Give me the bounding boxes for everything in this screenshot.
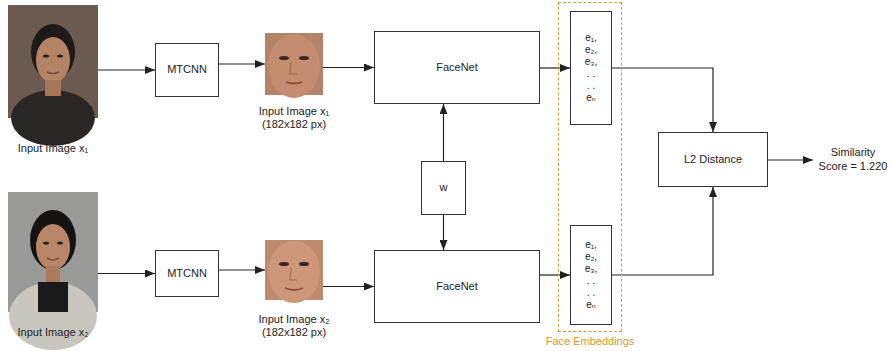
embedding-vector: e₁, e₂, e₃, . . . . eₙ: [570, 11, 612, 125]
node-label: FaceNet: [436, 61, 478, 74]
caption-stack: Input Image x₂: [18, 326, 89, 339]
model-box: FaceNet: [374, 250, 540, 323]
face-crop-two: [265, 240, 323, 303]
flow-arrow: [219, 269, 265, 270]
node-caption: Input Image x₁: [18, 142, 88, 155]
photo-two: [8, 192, 98, 350]
flow-arrow: [612, 187, 713, 275]
flow-arrow: [612, 68, 713, 132]
similarity-score: Similarity Score = 1.220: [815, 146, 891, 174]
caption-stack: Face Embeddings: [546, 335, 635, 348]
node-caption: (182x182 px): [259, 326, 330, 339]
node-caption: Input Image x₂: [18, 326, 89, 339]
flow-arrow: [98, 69, 155, 70]
node-caption: (182x182 px): [259, 118, 329, 131]
weights-box: w: [421, 161, 466, 215]
input-photo: Input Image x₁: [8, 5, 98, 118]
node-label: e₁, e₂, e₃, . . . . eₙ: [585, 32, 597, 104]
model-box: FaceNet: [374, 31, 540, 104]
flow-arrow: [98, 273, 155, 274]
face-crop: Input Image x₂(182x182 px): [265, 240, 323, 300]
flow-arrow: [323, 286, 374, 287]
embedding-vector: e₁, e₂, e₃, . . . . eₙ: [570, 225, 612, 325]
photo-one: [8, 5, 98, 146]
flow-arrow: [219, 63, 265, 64]
node-caption: Input Image x₂: [259, 313, 330, 326]
face-crop-one: [265, 33, 323, 98]
distance-box: L2 Distance: [658, 132, 768, 187]
flow-arrow: [443, 104, 444, 161]
process-box: MTCNN: [155, 250, 219, 297]
flow-arrow: [540, 274, 570, 275]
process-box: MTCNN: [155, 43, 219, 97]
node-label: MTCNN: [167, 63, 207, 76]
node-label: FaceNet: [436, 280, 478, 293]
caption-stack: Input Image x₁: [18, 142, 88, 155]
node-label: e₁, e₂, e₃, . . . . eₙ: [585, 239, 597, 311]
node-caption: Input Image x₁: [259, 105, 329, 118]
flow-arrow: [540, 67, 570, 68]
caption-stack: Input Image x₂(182x182 px): [259, 313, 330, 339]
caption-stack: Input Image x₁(182x182 px): [259, 105, 329, 131]
output-arrow: [768, 159, 813, 160]
node-caption: Face Embeddings: [546, 335, 635, 348]
node-label: w: [440, 181, 448, 194]
input-photo: Input Image x₂: [8, 192, 98, 312]
node-label: MTCNN: [167, 267, 207, 280]
face-crop: Input Image x₁(182x182 px): [265, 33, 323, 95]
embedding-group: Face Embeddingse₁, e₂, e₃, . . . . eₙe₁,…: [558, 2, 622, 332]
flow-arrow: [323, 67, 374, 68]
flow-arrow: [443, 215, 444, 250]
node-label: L2 Distance: [684, 153, 742, 166]
